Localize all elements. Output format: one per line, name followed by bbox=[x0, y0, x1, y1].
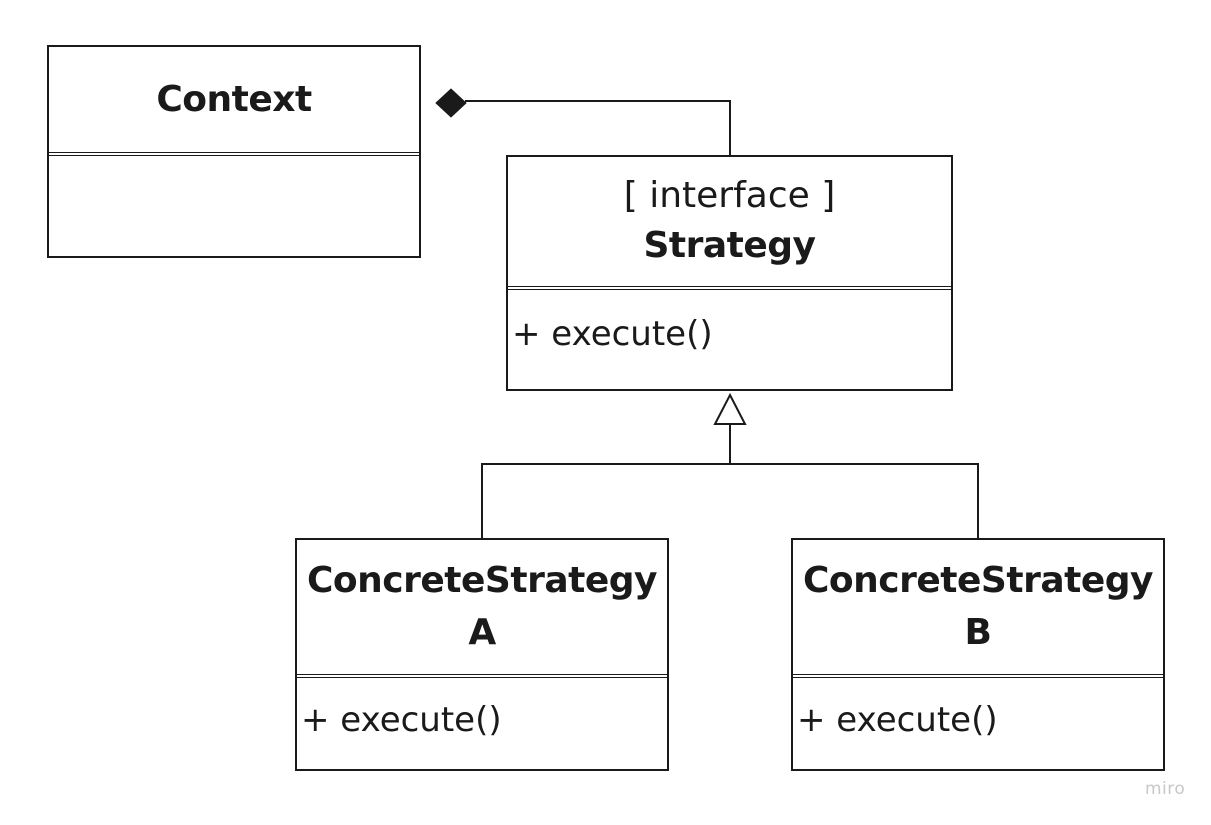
concrete-strategy-a-class[interactable]: ConcreteStrategy A + execute() bbox=[295, 538, 669, 771]
strategy-interface-name: Strategy bbox=[643, 224, 816, 266]
generalization-triangle-icon bbox=[713, 392, 747, 425]
context-class-body bbox=[49, 156, 419, 256]
generalization-branch-a bbox=[481, 463, 730, 538]
concrete-strategy-b-header: ConcreteStrategy B bbox=[793, 540, 1163, 678]
strategy-operation: + execute() bbox=[512, 314, 713, 354]
miro-watermark: miro bbox=[1145, 779, 1186, 799]
concrete-strategy-b-class[interactable]: ConcreteStrategy B + execute() bbox=[791, 538, 1165, 771]
composition-diamond-icon bbox=[435, 88, 467, 118]
concrete-strategy-a-name: ConcreteStrategy bbox=[307, 560, 657, 601]
strategy-stereotype: [ interface ] bbox=[623, 174, 836, 216]
context-class-name: Context bbox=[156, 78, 312, 120]
concrete-strategy-a-body: + execute() bbox=[297, 678, 667, 769]
generalization-branch-b bbox=[730, 463, 979, 538]
concrete-strategy-a-suffix: A bbox=[468, 612, 496, 653]
composition-connector bbox=[465, 100, 731, 155]
context-class[interactable]: Context bbox=[47, 45, 421, 258]
concrete-strategy-b-name: ConcreteStrategy bbox=[803, 560, 1153, 601]
concrete-strategy-b-suffix: B bbox=[964, 612, 992, 653]
concrete-strategy-a-operation: + execute() bbox=[301, 700, 502, 740]
concrete-strategy-a-header: ConcreteStrategy A bbox=[297, 540, 667, 678]
context-class-header: Context bbox=[49, 47, 419, 156]
strategy-interface[interactable]: [ interface ] Strategy + execute() bbox=[506, 155, 953, 391]
concrete-strategy-b-body: + execute() bbox=[793, 678, 1163, 769]
strategy-interface-body: + execute() bbox=[508, 290, 951, 389]
strategy-interface-header: [ interface ] Strategy bbox=[508, 157, 951, 290]
concrete-strategy-b-operation: + execute() bbox=[797, 700, 998, 740]
